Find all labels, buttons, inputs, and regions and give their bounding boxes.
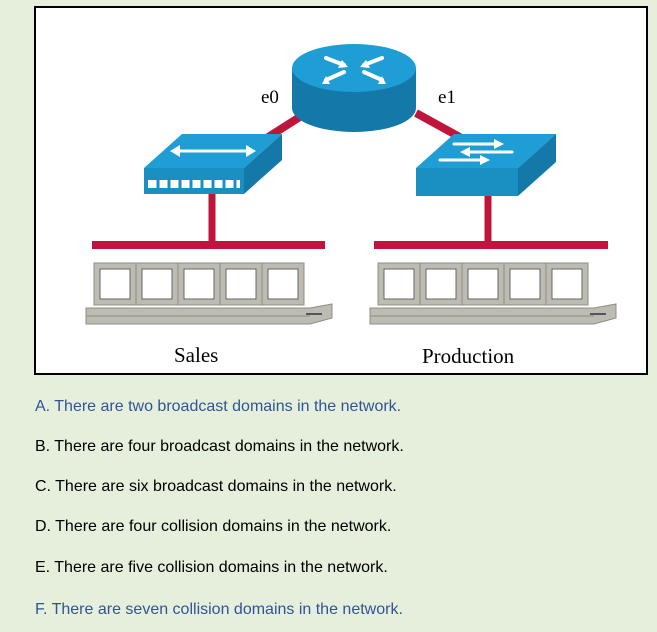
host-row-sales [85, 262, 333, 325]
host-icon [545, 262, 589, 306]
host-icon [377, 262, 421, 306]
host-icon [261, 262, 305, 306]
interface-label-e0: e0 [261, 87, 279, 108]
switch-icon [416, 134, 556, 196]
segment-label-production: Production [422, 344, 515, 368]
host-icon [419, 262, 463, 306]
hub-icon [144, 134, 282, 194]
option-d[interactable]: D. There are four collision domains in t… [35, 518, 392, 535]
host-icon [503, 262, 547, 306]
host-icon [135, 262, 179, 306]
host-row-production [369, 262, 617, 325]
option-e[interactable]: E. There are five collision domains in t… [35, 559, 388, 576]
option-c[interactable]: C. There are six broadcast domains in th… [35, 478, 397, 495]
option-b[interactable]: B. There are four broadcast domains in t… [35, 438, 404, 455]
host-icon [461, 262, 505, 306]
bus-production [374, 241, 608, 249]
bus-sales [92, 241, 325, 249]
router-icon [292, 44, 416, 132]
option-f[interactable]: F. There are seven collision domains in … [35, 601, 403, 618]
topology-drawing [85, 44, 617, 325]
host-icon [219, 262, 263, 306]
host-icon [177, 262, 221, 306]
network-diagram: e0 e1 Sales Production [34, 6, 648, 375]
host-icon [93, 262, 137, 306]
segment-label-sales: Sales [174, 343, 219, 367]
interface-label-e1: e1 [438, 87, 456, 108]
option-a[interactable]: A. There are two broadcast domains in th… [35, 398, 402, 415]
